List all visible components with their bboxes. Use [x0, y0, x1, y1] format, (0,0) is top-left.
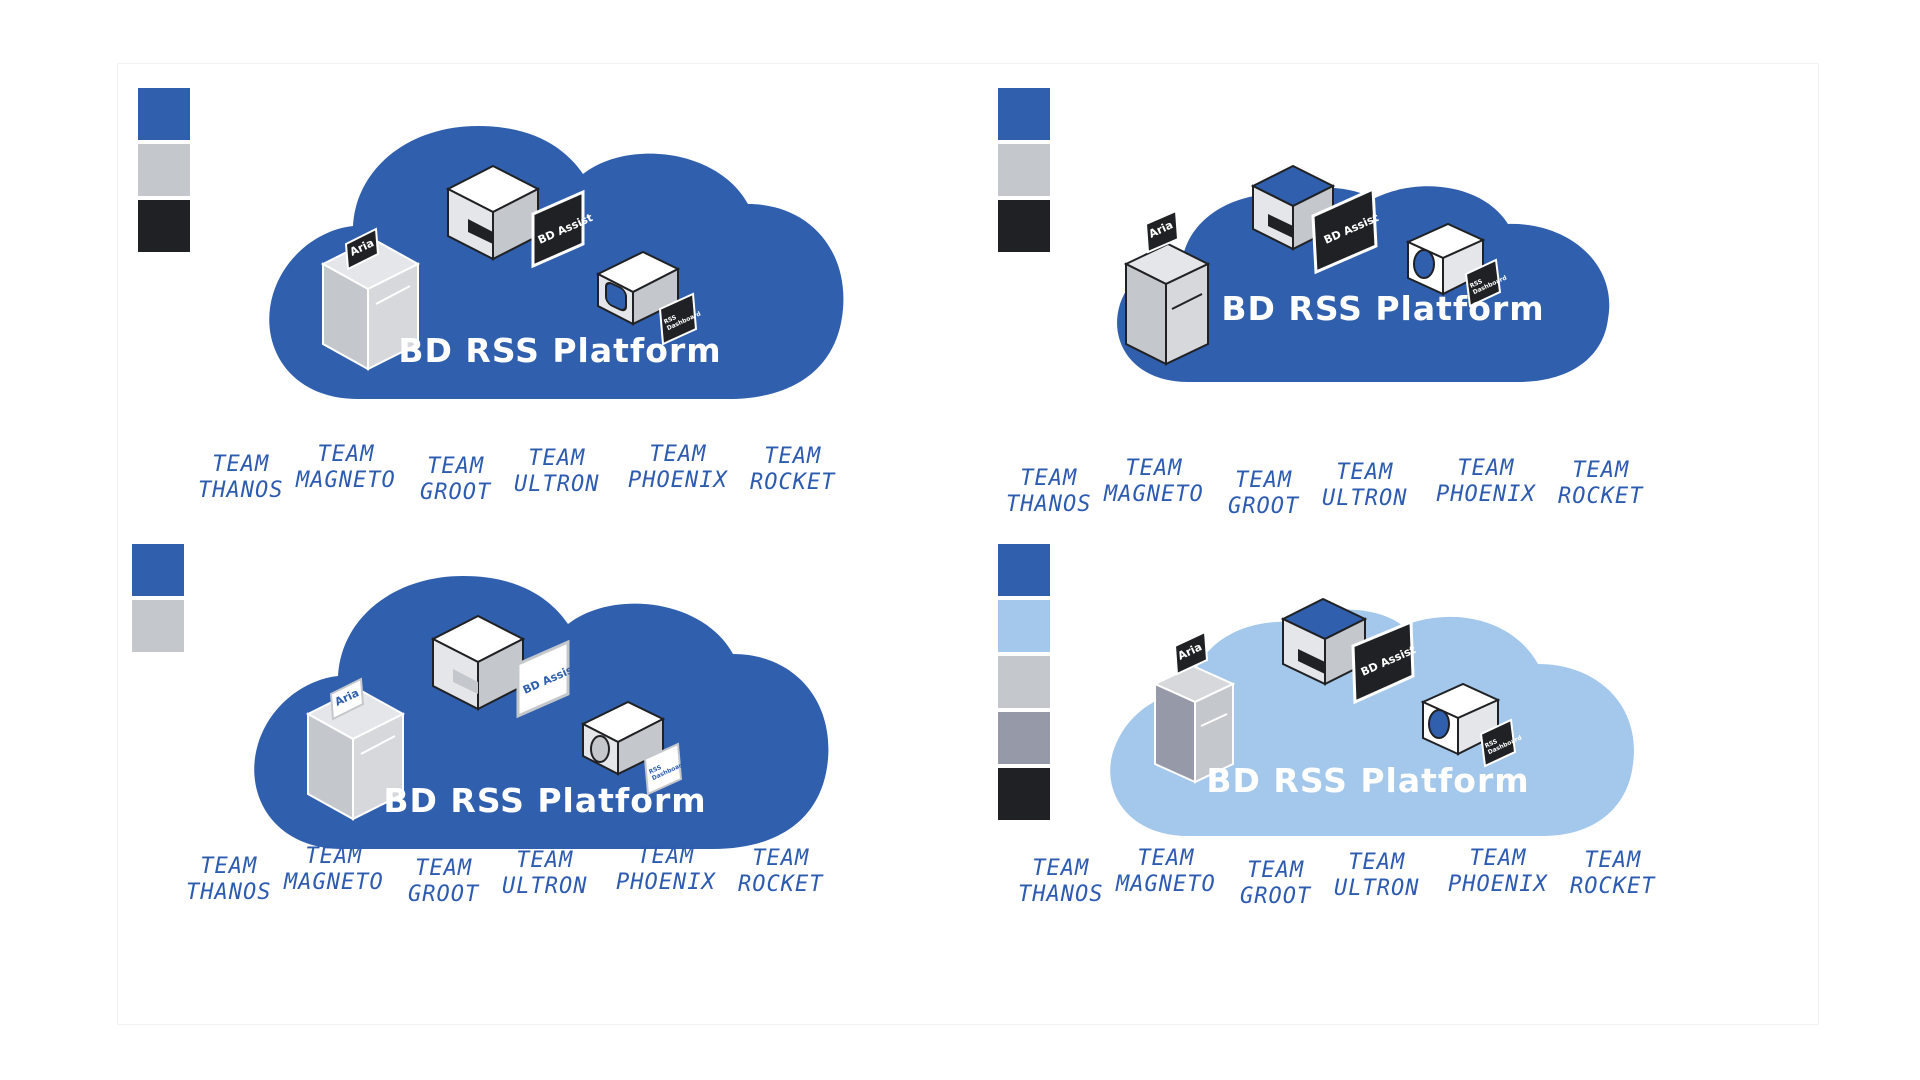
palette-swatch: [998, 600, 1050, 652]
color-palette: [998, 544, 1050, 824]
color-palette: [132, 544, 184, 656]
dashboard-device-icon: RSSDashboard: [595, 250, 702, 346]
palette-swatch: [132, 600, 184, 652]
cloud-shape: [1117, 186, 1610, 382]
palette-swatch: [998, 200, 1050, 252]
palette-swatch: [998, 656, 1050, 708]
dashboard-device-icon: RSSDashboard: [1420, 682, 1523, 768]
aria-kiosk-icon: Aria: [1152, 630, 1236, 784]
palette-swatch: [998, 144, 1050, 196]
color-palette: [998, 88, 1050, 256]
cloud-shape: [1110, 609, 1634, 836]
palette-swatch: [998, 712, 1050, 764]
variant-panel-a: Aria BD Assist RSSDashboard BD RSS Plat: [118, 64, 968, 544]
platform-title: BD RSS Platform: [1206, 761, 1529, 800]
platform-cloud: Aria BD Assist RSSDashboard BD RSS Platf…: [1117, 164, 1610, 382]
assist-instrument-icon: BD Assist: [1250, 164, 1381, 275]
variant-panel-d: Aria BD Assist RSSDashboard BD RSS Platf…: [968, 544, 1818, 1024]
platform-title: BD RSS Platform: [383, 781, 706, 820]
palette-swatch: [138, 144, 190, 196]
platform-title: BD RSS Platform: [1221, 289, 1544, 328]
concept-board: Aria BD Assist RSSDashboard BD RSS Plat: [118, 64, 1818, 1024]
palette-swatch: [132, 544, 184, 596]
palette-swatch: [998, 544, 1050, 596]
assist-instrument-icon: BD Assist: [1280, 597, 1418, 705]
platform-cloud: Aria BD Assist RSSDashboard BD RSS Platf…: [254, 576, 829, 849]
platform-cloud: Aria BD Assist RSSDashboard BD RSS Plat: [269, 126, 844, 399]
variant-panel-c: Aria BD Assist RSSDashboard BD RSS Platf…: [118, 544, 968, 1024]
platform-cloud: Aria BD Assist RSSDashboard BD RSS Platf…: [1110, 597, 1634, 836]
platform-title: BD RSS Platform: [398, 331, 721, 370]
color-palette: [138, 88, 190, 256]
aria-kiosk-icon: Aria: [320, 227, 421, 371]
dashboard-device-icon: RSSDashboard: [1405, 222, 1508, 308]
palette-swatch: [998, 88, 1050, 140]
aria-kiosk-icon: Aria: [1123, 209, 1211, 366]
palette-swatch: [138, 88, 190, 140]
palette-swatch: [998, 768, 1050, 820]
aria-kiosk-icon: Aria: [305, 677, 406, 821]
variant-panel-b: Aria BD Assist RSSDashboard BD RSS Platf…: [968, 64, 1818, 544]
dashboard-device-icon: RSSDashboard: [580, 700, 687, 796]
assist-instrument-icon: BD Assist: [445, 164, 595, 269]
palette-swatch: [138, 200, 190, 252]
